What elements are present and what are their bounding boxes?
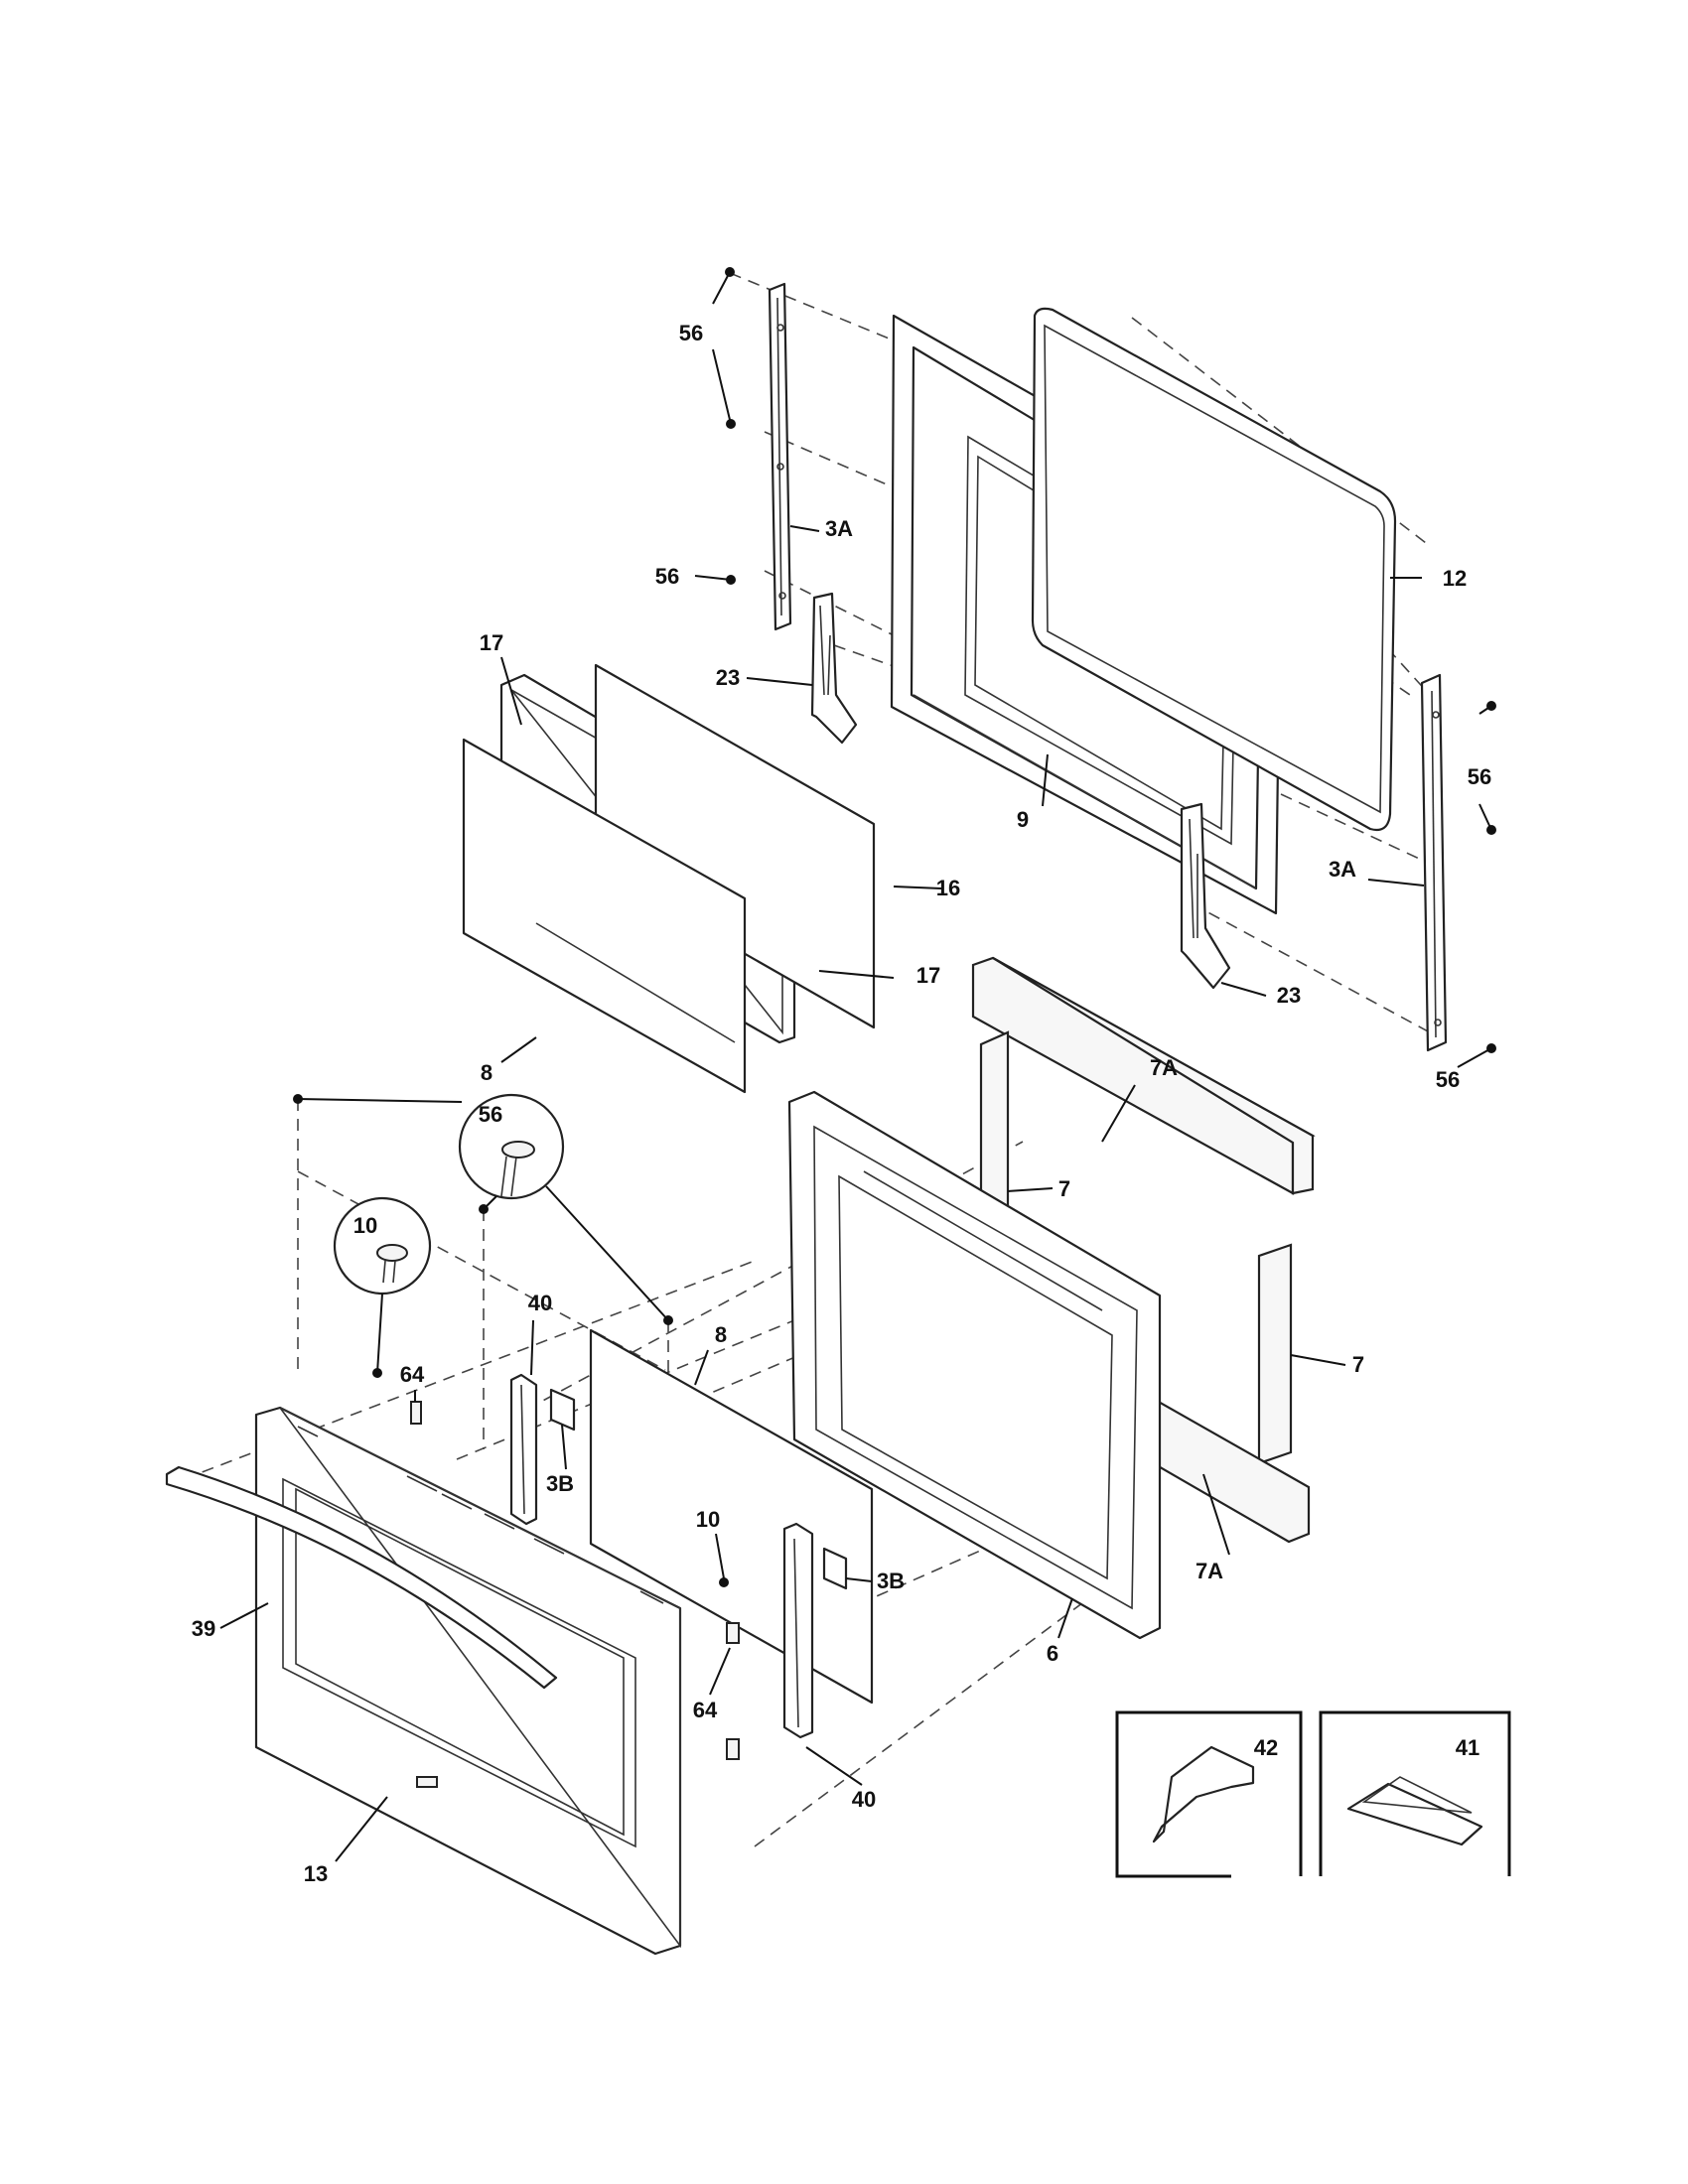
label-56-d: 56 bbox=[1436, 1067, 1460, 1092]
label-7-right: 7 bbox=[1352, 1352, 1364, 1377]
label-16: 16 bbox=[936, 876, 960, 900]
label-13: 13 bbox=[304, 1861, 328, 1886]
door-gasket bbox=[1031, 307, 1397, 832]
label-8-upper: 8 bbox=[481, 1060, 492, 1085]
screw-56-right bbox=[1486, 701, 1496, 1053]
inset-box-42 bbox=[1115, 1710, 1303, 1878]
glass-panel-8-upper bbox=[462, 738, 747, 1094]
spacer-64-a bbox=[410, 1401, 422, 1425]
label-7-upper: 7 bbox=[1058, 1176, 1070, 1201]
middle-door-frame bbox=[787, 1090, 1162, 1640]
zoom-circle-10 bbox=[333, 1196, 432, 1374]
inset-box-41 bbox=[1319, 1710, 1511, 1876]
label-3B-left: 3B bbox=[546, 1471, 574, 1496]
label-17-upper: 17 bbox=[480, 630, 503, 655]
label-23-lower: 23 bbox=[1277, 983, 1301, 1008]
hinge-receiver-40-right bbox=[782, 1522, 814, 1739]
hinge-upper bbox=[810, 592, 858, 745]
label-64-lower: 64 bbox=[693, 1698, 718, 1722]
part-labels: 56 3A 56 12 23 17 9 16 56 3A 17 23 8 56 … bbox=[192, 321, 1491, 1886]
clip-3B-left bbox=[549, 1388, 576, 1432]
hinge-bracket-left bbox=[768, 282, 792, 631]
label-23-upper: 23 bbox=[716, 665, 740, 690]
leader-lines bbox=[219, 271, 1492, 1862]
label-56-b: 56 bbox=[655, 564, 679, 589]
label-9: 9 bbox=[1017, 807, 1029, 832]
label-40-upper: 40 bbox=[528, 1291, 552, 1315]
label-56-c: 56 bbox=[1468, 764, 1491, 789]
label-7A-lower: 7A bbox=[1196, 1559, 1223, 1583]
label-3A-right: 3A bbox=[1329, 857, 1356, 882]
label-12: 12 bbox=[1443, 566, 1467, 591]
hinge-bracket-right bbox=[1420, 673, 1448, 1052]
label-56-e: 56 bbox=[479, 1102, 502, 1127]
label-7A-upper: 7A bbox=[1150, 1055, 1178, 1080]
label-10-zoom: 10 bbox=[353, 1213, 377, 1238]
label-10-lower: 10 bbox=[696, 1507, 720, 1532]
zoom-circle-56 bbox=[297, 1093, 669, 1321]
label-56-a: 56 bbox=[679, 321, 703, 345]
label-17-lower: 17 bbox=[916, 963, 940, 988]
clip-3B-right bbox=[822, 1547, 848, 1590]
label-3A-left: 3A bbox=[825, 516, 853, 541]
glass-panel-16 bbox=[594, 663, 876, 1029]
label-41: 41 bbox=[1456, 1735, 1479, 1760]
hinge-receiver-40-left bbox=[509, 1373, 538, 1526]
label-6: 6 bbox=[1047, 1641, 1058, 1666]
label-64-upper: 64 bbox=[400, 1362, 425, 1387]
spacer-64-b bbox=[726, 1622, 740, 1760]
hinge-lower bbox=[1180, 802, 1231, 990]
label-8-lower: 8 bbox=[715, 1322, 727, 1347]
label-40-lower: 40 bbox=[852, 1787, 876, 1812]
label-39: 39 bbox=[192, 1616, 215, 1641]
screw-56-top bbox=[725, 267, 736, 585]
label-42: 42 bbox=[1254, 1735, 1278, 1760]
label-3B-right: 3B bbox=[877, 1569, 905, 1593]
door-handle bbox=[165, 1465, 558, 1690]
